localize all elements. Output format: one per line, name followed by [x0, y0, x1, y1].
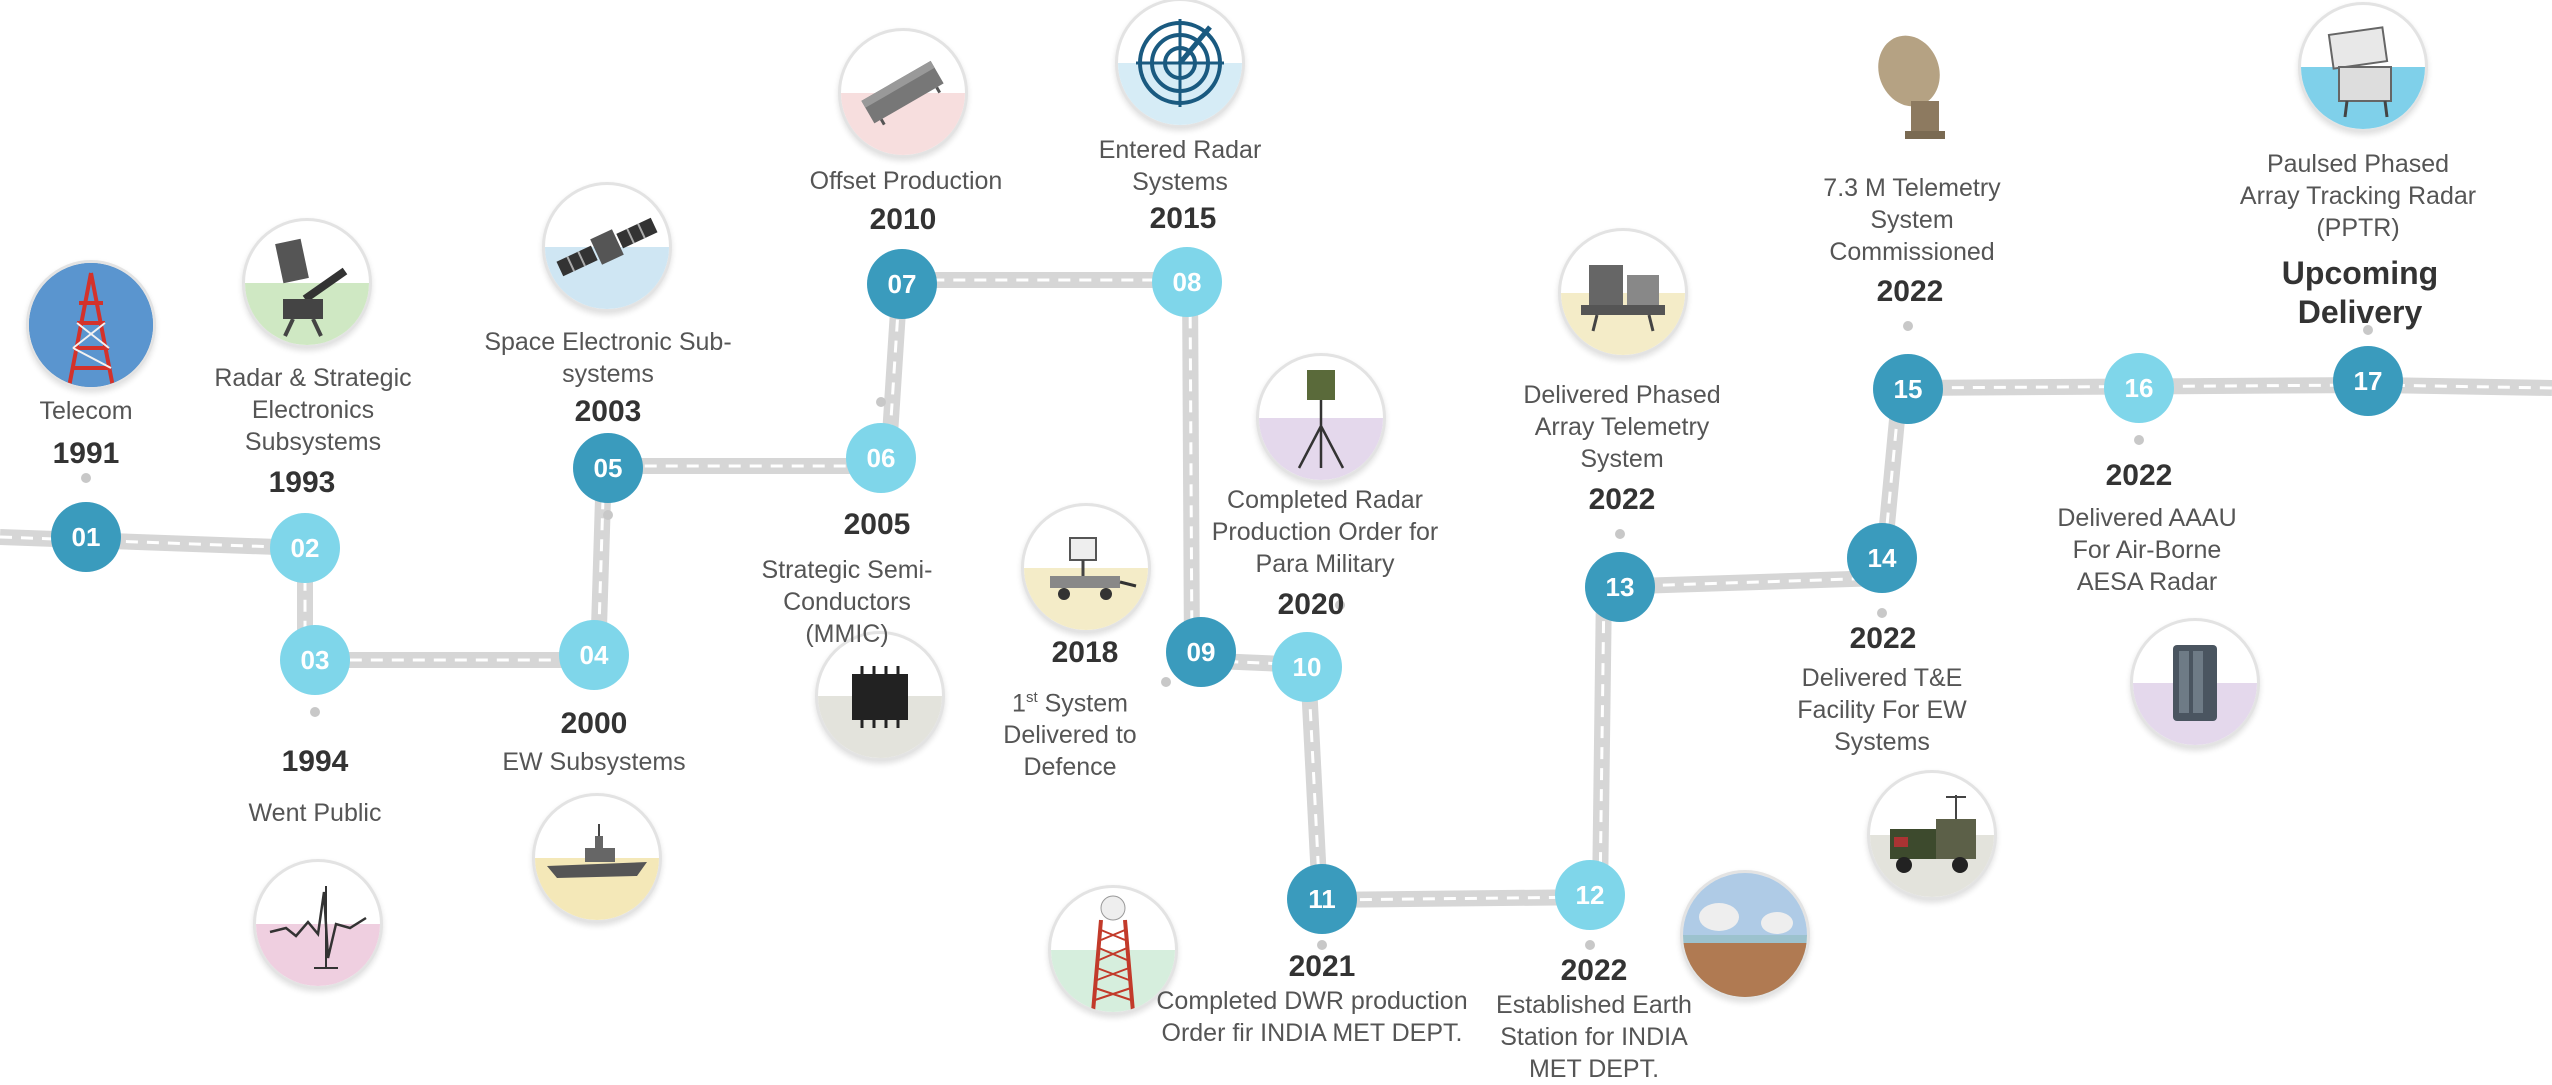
connector-dot [1877, 608, 1887, 618]
connector-dot [603, 510, 613, 520]
milestone-node-11[interactable]: 11 [1287, 864, 1357, 934]
milestone-label-04: EW Subsystems [502, 748, 686, 776]
telecom-tower-icon [26, 260, 156, 390]
milestone-label-07: Offset Production [809, 167, 1003, 195]
milestone-node-12[interactable]: 12 [1555, 860, 1625, 930]
radar-trailer-icon [1021, 503, 1151, 633]
milestone-year-05: 2003 [574, 395, 642, 428]
radar-missile-icon [242, 218, 372, 348]
milestone-year-15: 2022 [1876, 275, 1944, 308]
connector-dot [1335, 600, 1345, 610]
milestone-year-08: 2015 [1149, 202, 1217, 235]
milestone-label-15: 7.3 M Telemetry System Commissioned [1823, 174, 2001, 266]
milestone-node-08[interactable]: 08 [1152, 247, 1222, 317]
milestone-year-03: 1994 [281, 745, 349, 778]
milestone-label-16: Delivered AAAU For Air-Borne AESA Radar [2057, 504, 2237, 596]
milestone-year-09: 2018 [1051, 636, 1119, 669]
milestone-node-02[interactable]: 02 [270, 513, 340, 583]
dish-antenna-icon [1850, 24, 1980, 154]
milestone-label-14: Delivered T&E Facility For EW Systems [1797, 664, 1967, 756]
connector-dot [2363, 325, 2373, 335]
connector-dot [2134, 435, 2144, 445]
phased-array-telemetry-icon [1558, 228, 1688, 358]
tripod-radar-icon [1256, 353, 1386, 483]
milestone-year-11: 2021 [1288, 950, 1356, 983]
milestone-label-11: Completed DWR production Order fir INDIA… [1156, 987, 1468, 1047]
milestone-year-12: 2022 [1560, 954, 1628, 987]
milestone-node-09[interactable]: 09 [1166, 617, 1236, 687]
milestone-year-04: 2000 [560, 707, 628, 740]
milestone-node-05[interactable]: 05 [573, 433, 643, 503]
milestone-node-06[interactable]: 06 [846, 423, 916, 493]
warship-icon [532, 793, 662, 923]
connector-dot [1317, 940, 1327, 950]
milestone-node-07[interactable]: 07 [867, 249, 937, 319]
earth-station-icon [1680, 870, 1810, 1000]
milestone-node-17[interactable]: 17 [2333, 346, 2403, 416]
satellite-icon [542, 182, 672, 312]
milestone-label-02: Radar & Strategic Electronics Subsystems [214, 364, 412, 456]
milestone-node-04[interactable]: 04 [559, 620, 629, 690]
electronic-module-icon [838, 28, 968, 158]
milestone-label-08: Entered Radar Systems [1098, 136, 1262, 196]
connector-dot [1585, 940, 1595, 950]
milestone-label-12: Established Earth Station for INDIA MET … [1496, 991, 1692, 1083]
ew-vehicle-icon [1867, 770, 1997, 900]
milestone-label-10: Completed Radar Production Order for Par… [1211, 486, 1439, 578]
microchip-icon [815, 631, 945, 761]
connector-dot [1615, 529, 1625, 539]
milestone-node-01[interactable]: 01 [51, 502, 121, 572]
milestone-year-02: 1993 [268, 466, 336, 499]
milestone-node-16[interactable]: 16 [2104, 353, 2174, 423]
radar-scope-icon [1115, 0, 1245, 128]
stock-chart-icon [253, 859, 383, 989]
milestone-year-01: 1991 [52, 437, 120, 470]
milestone-year-17: Upcoming Delivery [2281, 255, 2439, 330]
milestone-node-15[interactable]: 15 [1873, 354, 1943, 424]
milestone-label-13: Delivered Phased Array Telemetry System [1523, 381, 1721, 473]
weather-radar-tower-icon [1048, 885, 1178, 1015]
milestone-label-03: Went Public [248, 799, 382, 827]
milestone-year-13: 2022 [1588, 483, 1656, 516]
milestone-label-09: 1st System Delivered to Defence [1003, 689, 1137, 782]
milestone-label-05: Space Electronic Sub-systems [484, 328, 732, 388]
aesa-unit-icon [2130, 618, 2260, 748]
milestone-node-10[interactable]: 10 [1272, 632, 1342, 702]
connector-dot [81, 473, 91, 483]
milestone-label-06: Strategic Semi-Conductors (MMIC) [761, 556, 933, 648]
connector-dot [876, 397, 886, 407]
connector-dot [1161, 677, 1171, 687]
tracking-radar-icon [2298, 2, 2428, 132]
milestone-year-07: 2010 [869, 203, 937, 236]
milestone-node-03[interactable]: 03 [280, 625, 350, 695]
milestone-year-10: 2020 [1277, 588, 1345, 621]
milestone-year-06: 2005 [843, 508, 911, 541]
connector-dot [310, 707, 320, 717]
milestone-year-14: 2022 [1849, 622, 1917, 655]
milestone-label-17: Paulsed Phased Array Tracking Radar (PPT… [2239, 150, 2477, 242]
milestone-node-13[interactable]: 13 [1585, 552, 1655, 622]
milestone-label-01: Telecom [39, 397, 133, 425]
milestone-node-14[interactable]: 14 [1847, 523, 1917, 593]
connector-dot [1903, 321, 1913, 331]
milestone-year-16: 2022 [2105, 459, 2173, 492]
